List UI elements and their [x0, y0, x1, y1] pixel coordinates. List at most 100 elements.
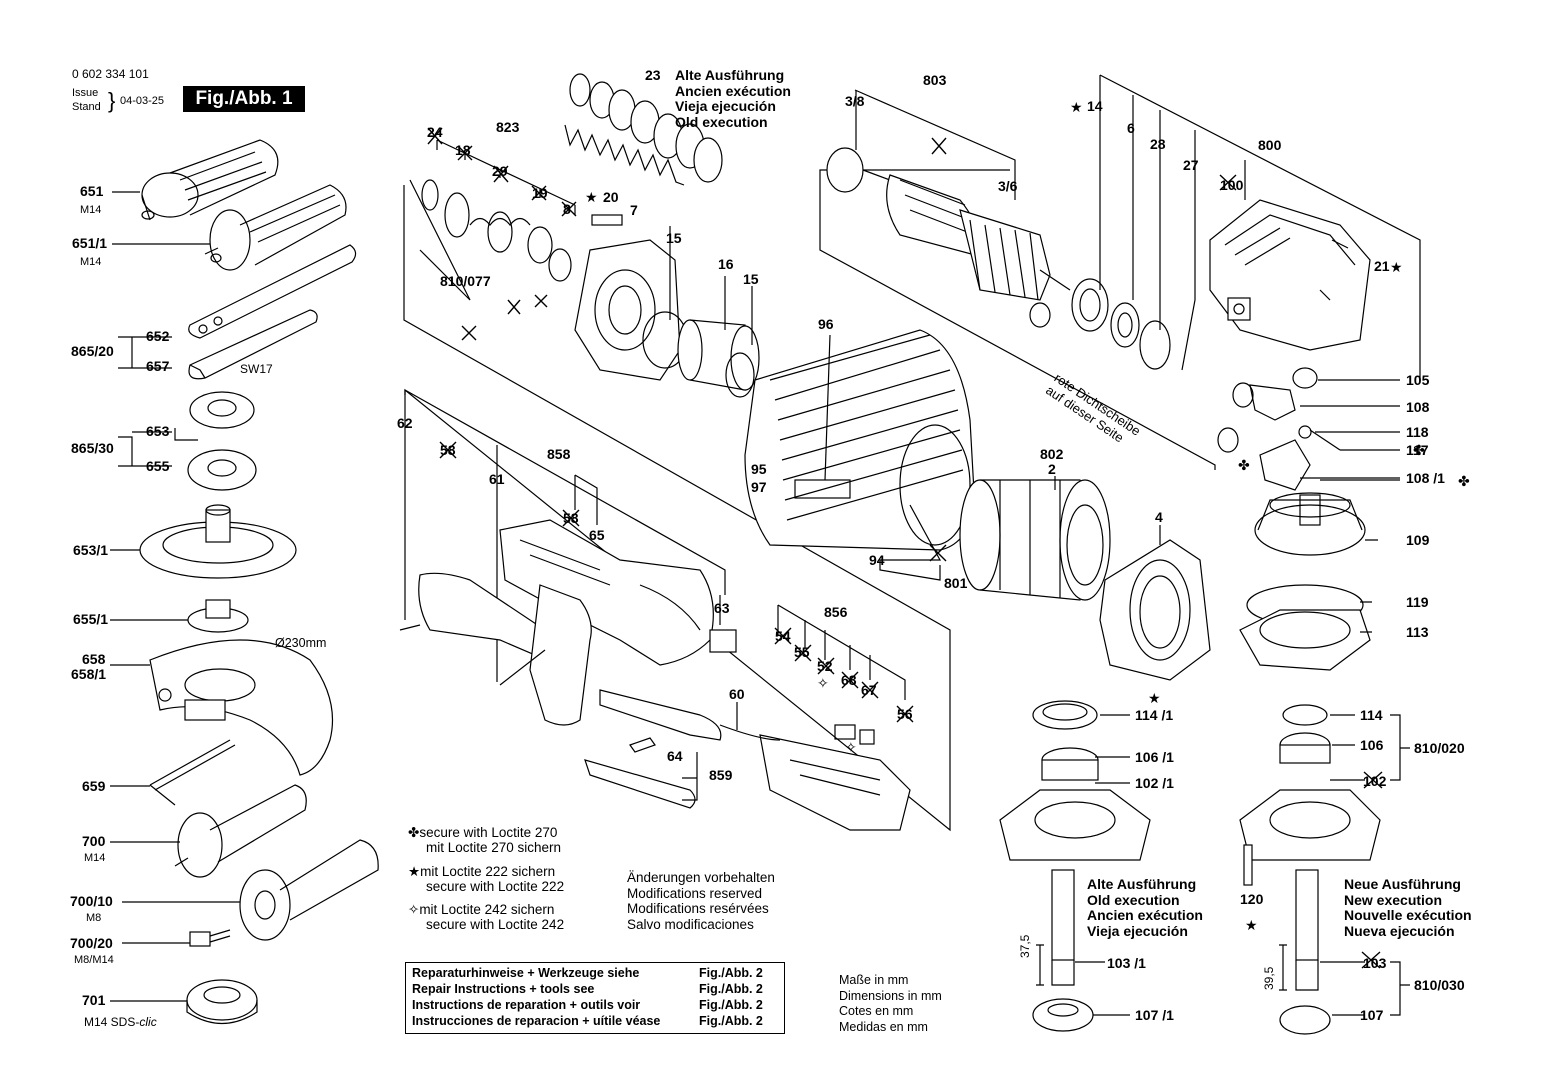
gear-housing-800	[1209, 199, 1371, 351]
seal-16	[677, 319, 760, 398]
bearing-flange-new	[1239, 704, 1381, 1035]
label-803: 803	[923, 72, 947, 88]
repair-row-text: Repair Instructions + tools see	[412, 982, 595, 996]
label-865-20: 865/20	[71, 343, 114, 359]
label-103-1: 103 /1	[1107, 955, 1146, 971]
label-858: 858	[547, 446, 571, 462]
label-653-1: 653/1	[73, 542, 109, 558]
repair-row-ref: Fig./Abb. 2	[699, 982, 763, 996]
label-810-077: 810/077	[440, 273, 491, 289]
label-m14: M14	[80, 256, 102, 268]
label-700: 700	[82, 833, 106, 849]
label-68: 68	[841, 672, 857, 688]
label-107: 107	[1360, 1007, 1384, 1023]
bearing-flange-old	[999, 700, 1151, 1032]
repair-row-text: Reparaturhinweise + Werkzeuge siehe	[412, 966, 640, 980]
armature-1	[826, 147, 1071, 328]
label-m14: M14	[84, 852, 106, 864]
star-symbol: ★	[1070, 100, 1083, 116]
label-810-030: 810/030	[1414, 977, 1465, 993]
label-114: 114	[1360, 707, 1383, 723]
label-652: 652	[146, 328, 170, 344]
label-27: 27	[1183, 157, 1199, 173]
label-6: 6	[1127, 120, 1135, 136]
issue-label: Issue	[72, 87, 99, 99]
label-113: 113	[1406, 624, 1429, 640]
label-7: 7	[630, 202, 638, 218]
label-18: 18	[455, 142, 471, 158]
label-108: 108	[1406, 399, 1430, 415]
label-701: 701	[82, 992, 106, 1008]
brush-parts	[409, 179, 623, 301]
label-14: 14	[1087, 98, 1103, 114]
loctite-242-note: ✧mit Loctite 242 sichern secure with Loc…	[408, 902, 565, 932]
hex-key-659	[149, 739, 236, 806]
label-67: 67	[861, 682, 877, 698]
star-symbol: ★	[1148, 691, 1161, 707]
issue-date: 04-03-25	[120, 95, 165, 107]
label-58: 58	[440, 442, 456, 458]
label-28: 28	[1150, 136, 1166, 152]
label-62: 62	[397, 415, 413, 431]
switch-assembly	[584, 689, 911, 831]
star-icon: ★	[408, 864, 421, 879]
label-114-1: 114 /1	[1135, 707, 1174, 723]
label-658: 658	[82, 651, 106, 667]
label-800: 800	[1258, 137, 1282, 153]
label-56: 56	[897, 706, 913, 722]
label-107-1: 107 /1	[1135, 1007, 1174, 1023]
repair-row-ref: Fig./Abb. 2	[699, 998, 763, 1012]
label-m8-m14: M8/M14	[74, 954, 114, 966]
label-823: 823	[496, 119, 520, 135]
label-106: 106	[1360, 737, 1384, 753]
label-8: 8	[563, 201, 571, 217]
dimension-37-5: 37,5	[1018, 934, 1032, 958]
label-102-1: 102 /1	[1135, 775, 1174, 791]
label-108-1: 108 /1	[1406, 470, 1445, 486]
gasket-119-113	[1239, 584, 1371, 671]
label-m14-sds: M14 SDS-clic	[84, 1015, 157, 1029]
label-96: 96	[818, 316, 834, 332]
label-119: 119	[1406, 594, 1429, 610]
label-52: 52	[817, 658, 833, 674]
label-15: 15	[666, 230, 682, 246]
label-4: 4	[1155, 509, 1163, 525]
star-symbol: ★	[585, 190, 598, 206]
loctite-222-note: ★mit Loctite 222 sichern secure with Loc…	[408, 864, 565, 894]
disc-diameter: Ø230mm	[275, 636, 327, 650]
label-801: 801	[944, 575, 968, 591]
part-number: 0 602 334 101	[72, 67, 149, 81]
field-coil	[959, 479, 1111, 601]
label-658-1: 658/1	[71, 666, 107, 682]
label-105: 105	[1406, 372, 1430, 388]
label-120: 120	[1240, 891, 1264, 907]
label-653: 653	[146, 423, 170, 439]
gear-small-parts	[1217, 367, 1341, 491]
handle-housing	[399, 519, 737, 726]
label-2: 2	[1048, 461, 1056, 477]
repair-row-ref: Fig./Abb. 2	[699, 1014, 763, 1028]
label-21: 21	[1374, 258, 1390, 274]
bearings-14-6-28	[1071, 278, 1171, 370]
label-810-020: 810/020	[1414, 740, 1465, 756]
star4-icon: ✧	[408, 902, 420, 917]
label-94: 94	[869, 552, 885, 568]
label-100: 100	[1220, 177, 1244, 193]
repair-row-text: Instructions de reparation + outils voir	[412, 998, 641, 1012]
label-61: 61	[489, 471, 505, 487]
label-20: 20	[603, 189, 619, 205]
label-859: 859	[709, 767, 733, 783]
star4-symbol: ✧	[845, 740, 857, 756]
crossed-out-marks	[427, 127, 1383, 969]
stand-label: Stand	[72, 101, 101, 113]
label-24: 24	[427, 124, 443, 140]
label-659: 659	[82, 778, 106, 794]
label-802: 802	[1040, 446, 1064, 462]
motor-housing	[744, 329, 976, 551]
